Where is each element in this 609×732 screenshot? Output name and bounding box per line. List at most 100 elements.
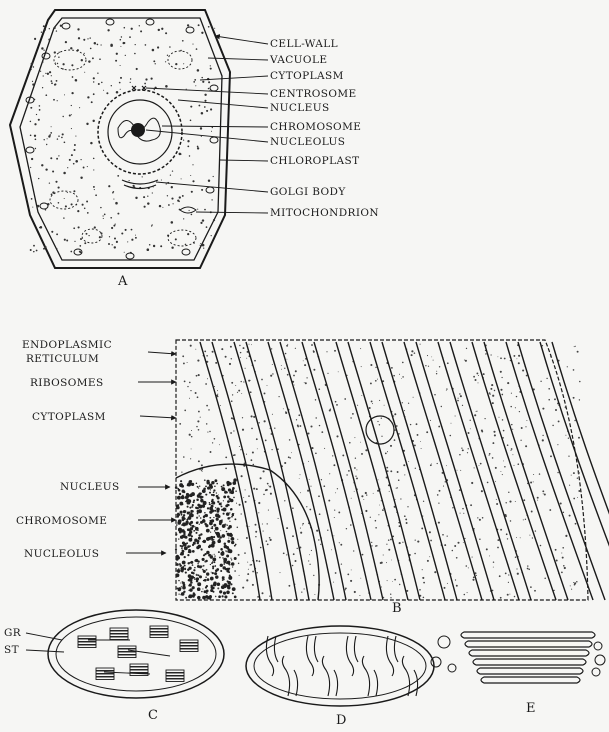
chromatin-dot (198, 574, 200, 576)
cell-membrane-inner (20, 18, 222, 260)
figure-a-plant-cell (10, 10, 230, 268)
ribosome-dot (191, 430, 192, 431)
chloroplast (126, 253, 134, 259)
ribosome-dot (225, 468, 227, 470)
ribosome-dot (514, 596, 516, 598)
ribosome-dot (321, 431, 323, 433)
ribosome-dot (402, 402, 403, 403)
ribosome-dot (197, 396, 199, 398)
chromatin-dot (200, 499, 203, 502)
granule (100, 44, 101, 45)
chromatin-dot (214, 510, 216, 512)
ribosome-dot (497, 539, 499, 541)
chromatin-dot (214, 530, 216, 532)
chromatin-dot (216, 568, 219, 571)
ribosome-dot (195, 349, 196, 350)
chromatin-dot (196, 499, 199, 502)
ribosome-dot (390, 445, 392, 447)
ribosome-dot (392, 581, 393, 582)
granule (33, 245, 35, 247)
granule (49, 28, 50, 29)
ribosome-dot (542, 408, 544, 410)
ribosome-dot (341, 563, 342, 564)
granule (169, 46, 171, 48)
figure-letter-e: E (526, 701, 536, 716)
chromatin-dot (231, 537, 235, 541)
ribosome-dot (542, 490, 544, 492)
chromatin-dot (230, 490, 234, 494)
ribosome-dot (567, 366, 568, 367)
ribosome-dot (269, 537, 271, 539)
ribosome-dot (403, 464, 405, 466)
ribosome-dot (493, 431, 495, 433)
crista (282, 656, 297, 696)
chromatin-dot (219, 557, 221, 559)
granule (89, 37, 90, 38)
ribosome-dot (476, 575, 477, 576)
ribosome-dot (577, 351, 579, 353)
granule (63, 172, 66, 175)
granule (166, 183, 167, 184)
leader-st (26, 650, 64, 652)
chromatin-dot (189, 511, 191, 513)
ribosome-dot (579, 381, 581, 383)
thylakoid (150, 629, 168, 632)
ribosome-dot (438, 426, 440, 428)
ribosome-dot (183, 456, 185, 458)
ribosome-dot (221, 348, 223, 350)
ribosome-dot (212, 351, 214, 353)
ribosome-dot (497, 356, 498, 357)
ribosome-dot (198, 429, 200, 431)
ribosome-dot (361, 366, 362, 367)
ribosome-dot (270, 375, 272, 377)
granule (125, 229, 127, 231)
ribosome-dot (562, 557, 564, 559)
ribosome-dot (500, 529, 502, 531)
granule (196, 48, 198, 50)
chromatin-dot (177, 588, 181, 592)
ribosome-dot (561, 572, 563, 574)
granule (32, 83, 34, 85)
chromatin-dot (209, 502, 210, 503)
figure-letter-d: D (336, 713, 346, 728)
ribosome-dot (293, 375, 295, 377)
ribosome-dot (215, 362, 217, 364)
granule (171, 198, 173, 200)
ribosome-dot (352, 413, 354, 415)
chromatin-dot (211, 501, 213, 503)
ribosome-dot (508, 574, 509, 575)
granule (165, 61, 166, 62)
label-centrosome: CENTROSOME (270, 88, 357, 100)
ribosome-dot (419, 589, 421, 591)
granule (192, 164, 193, 165)
ribosome-dot (302, 525, 303, 526)
granule (57, 100, 58, 101)
ribosome-dot (310, 425, 312, 427)
ribosome-dot (505, 502, 506, 503)
ribosome-dot (241, 381, 242, 382)
chromatin-dot (235, 544, 237, 546)
ribosome-dot (501, 394, 503, 396)
chromatin-dot (226, 512, 230, 516)
chromatin-dot (200, 521, 203, 524)
granule (35, 138, 37, 140)
golgi-sac (461, 632, 595, 638)
chromatin-dot (191, 510, 193, 512)
chromatin-dot (213, 591, 215, 593)
granule (120, 39, 122, 41)
granule (93, 186, 95, 188)
ribosome-dot (347, 574, 349, 576)
ribosome-dot (301, 591, 302, 592)
granule (187, 145, 189, 147)
label-st: ST (4, 644, 19, 656)
ribosome-dot (285, 411, 286, 412)
ribosome-dot (476, 372, 478, 374)
granule (38, 178, 39, 179)
ribosome-dot (550, 455, 552, 457)
ribosome-dot (472, 557, 473, 558)
ribosome-dot (238, 390, 240, 392)
ribosome-dot (573, 397, 575, 399)
granule (167, 55, 168, 56)
chromatin-dot (199, 515, 200, 516)
